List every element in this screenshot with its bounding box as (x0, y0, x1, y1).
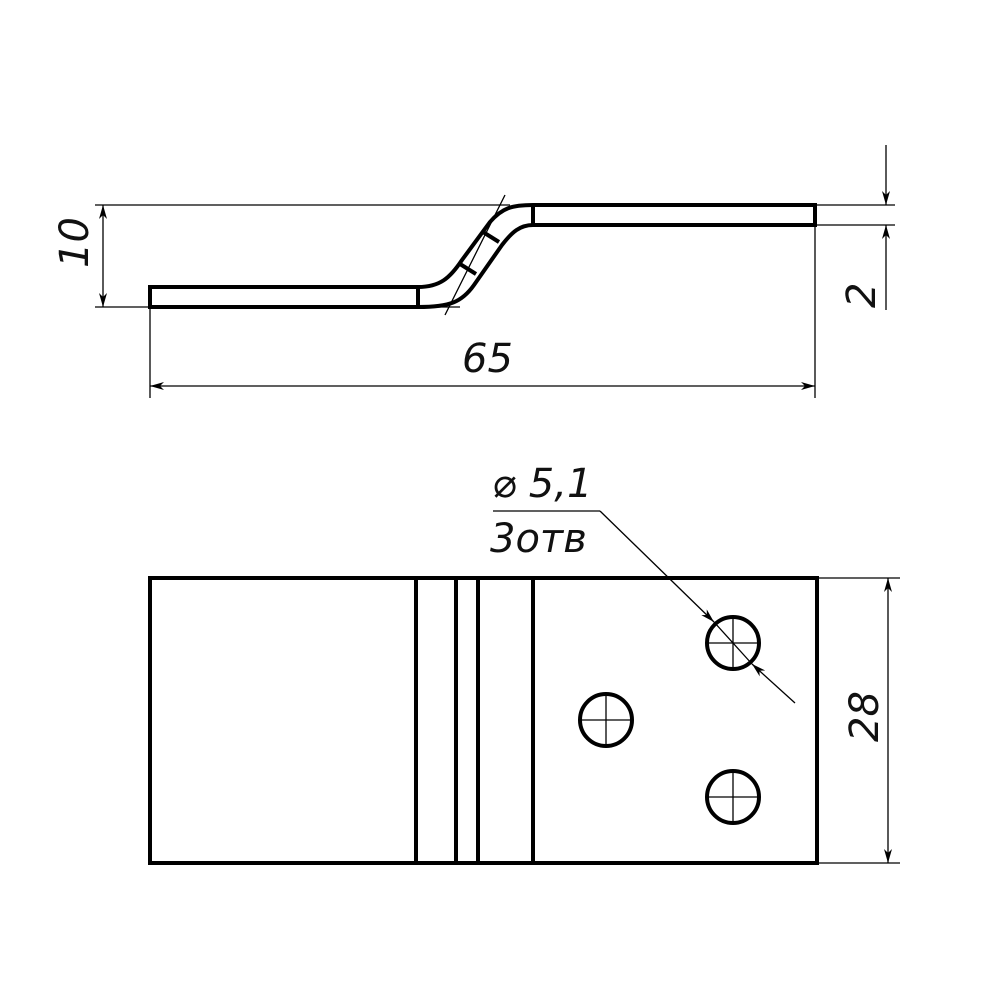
width-dimension: 28 (842, 691, 888, 742)
hole-diameter-label: ⌀ 5,1 (492, 461, 592, 507)
hole (578, 692, 634, 748)
height-dimension: 10 (52, 217, 98, 268)
length-dimension: 65 (462, 336, 513, 382)
side-view (95, 145, 895, 398)
hole-count-label: 3отв (490, 516, 587, 562)
plan-view (148, 510, 900, 865)
hole (705, 769, 761, 825)
thickness-dimension: 2 (839, 283, 885, 308)
